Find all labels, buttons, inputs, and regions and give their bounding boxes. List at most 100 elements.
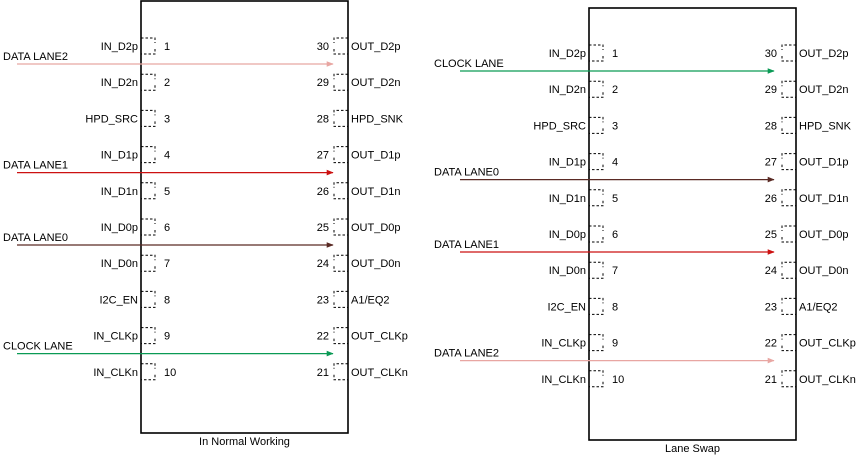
pin-bracket xyxy=(333,290,348,308)
pin-bracket xyxy=(333,254,348,272)
pin-number: 29 xyxy=(317,77,329,89)
pin-bracket xyxy=(333,146,348,164)
pin-name: IN_D2p xyxy=(101,41,138,53)
pin-number: 30 xyxy=(317,41,329,53)
pin-bracket xyxy=(141,146,156,164)
pin-bracket xyxy=(781,189,796,207)
pin-name: A1/EQ2 xyxy=(351,294,390,306)
lane-arrow: DATA LANE0 xyxy=(3,232,334,248)
pin-bracket xyxy=(781,116,796,134)
pin-bracket xyxy=(141,182,156,200)
panel-caption: Lane Swap xyxy=(665,443,720,455)
pin-name: I2C_EN xyxy=(99,294,138,306)
pin-number: 23 xyxy=(765,301,777,313)
right-pin: 27 OUT_D1p xyxy=(765,153,849,171)
pin-number: 22 xyxy=(765,338,777,350)
pin-number: 24 xyxy=(765,265,777,277)
pin-name: HPD_SNK xyxy=(351,113,404,125)
pin-name: IN_D1n xyxy=(549,193,586,205)
right-pin: 30 OUT_D2p xyxy=(317,37,401,55)
pin-number: 3 xyxy=(612,120,618,132)
pin-bracket xyxy=(781,80,796,98)
pin-number: 6 xyxy=(164,222,170,234)
pin-bracket xyxy=(589,44,604,62)
pin-name: IN_D1p xyxy=(101,150,138,162)
lane-arrow: DATA LANE2 xyxy=(3,51,334,67)
pin-name: IN_D2n xyxy=(101,77,138,89)
pin-bracket xyxy=(141,254,156,272)
lane-label: DATA LANE2 xyxy=(3,51,68,63)
pin-name: OUT_D1p xyxy=(351,150,401,162)
pin-bracket xyxy=(781,225,796,243)
pin-name: OUT_CLKp xyxy=(799,338,856,350)
pin-bracket xyxy=(781,334,796,352)
pin-name: OUT_D2n xyxy=(351,77,401,89)
pin-bracket xyxy=(333,37,348,55)
pin-name: OUT_D0p xyxy=(799,229,849,241)
pin-name: IN_D0p xyxy=(101,222,138,234)
left-pin: I2C_EN 8 xyxy=(99,290,170,308)
pin-bracket xyxy=(589,225,604,243)
pin-number: 9 xyxy=(164,331,170,343)
pin-bracket xyxy=(333,327,348,345)
pin-bracket xyxy=(141,73,156,91)
pin-bracket xyxy=(141,290,156,308)
lane-label: DATA LANE0 xyxy=(3,232,68,244)
pin-bracket xyxy=(333,109,348,127)
pin-number: 1 xyxy=(612,48,618,60)
pin-number: 29 xyxy=(765,84,777,96)
lane-arrow: DATA LANE2 xyxy=(434,348,775,364)
pin-number: 6 xyxy=(612,229,618,241)
pin-bracket xyxy=(781,44,796,62)
pin-number: 10 xyxy=(164,367,176,379)
pin-bracket xyxy=(141,109,156,127)
pin-number: 9 xyxy=(612,338,618,350)
pin-name: OUT_D1p xyxy=(799,157,849,169)
pin-name: OUT_D1n xyxy=(799,193,849,205)
pin-number: 26 xyxy=(317,186,329,198)
pin-bracket xyxy=(781,370,796,388)
pin-number: 7 xyxy=(612,265,618,277)
pin-number: 5 xyxy=(612,193,618,205)
pin-number: 8 xyxy=(164,294,170,306)
pin-number: 23 xyxy=(317,294,329,306)
pin-bracket xyxy=(781,261,796,279)
pin-bracket xyxy=(589,153,604,171)
pin-bracket xyxy=(781,297,796,315)
pin-number: 22 xyxy=(317,331,329,343)
pin-number: 25 xyxy=(765,229,777,241)
pin-name: OUT_D2p xyxy=(351,41,401,53)
pin-bracket xyxy=(589,116,604,134)
lane-arrow: DATA LANE0 xyxy=(434,167,775,183)
lane-arrow: CLOCK LANE xyxy=(3,341,334,357)
pin-bracket xyxy=(589,189,604,207)
pin-name: OUT_D2p xyxy=(799,48,849,60)
pin-bracket xyxy=(333,363,348,381)
pin-bracket xyxy=(589,261,604,279)
pin-name: IN_D2n xyxy=(549,84,586,96)
lane-label: CLOCK LANE xyxy=(3,341,73,353)
pin-number: 27 xyxy=(765,157,777,169)
pin-name: OUT_D0p xyxy=(351,222,401,234)
pin-number: 28 xyxy=(765,120,777,132)
pin-name: OUT_D2n xyxy=(799,84,849,96)
pin-number: 7 xyxy=(164,258,170,270)
